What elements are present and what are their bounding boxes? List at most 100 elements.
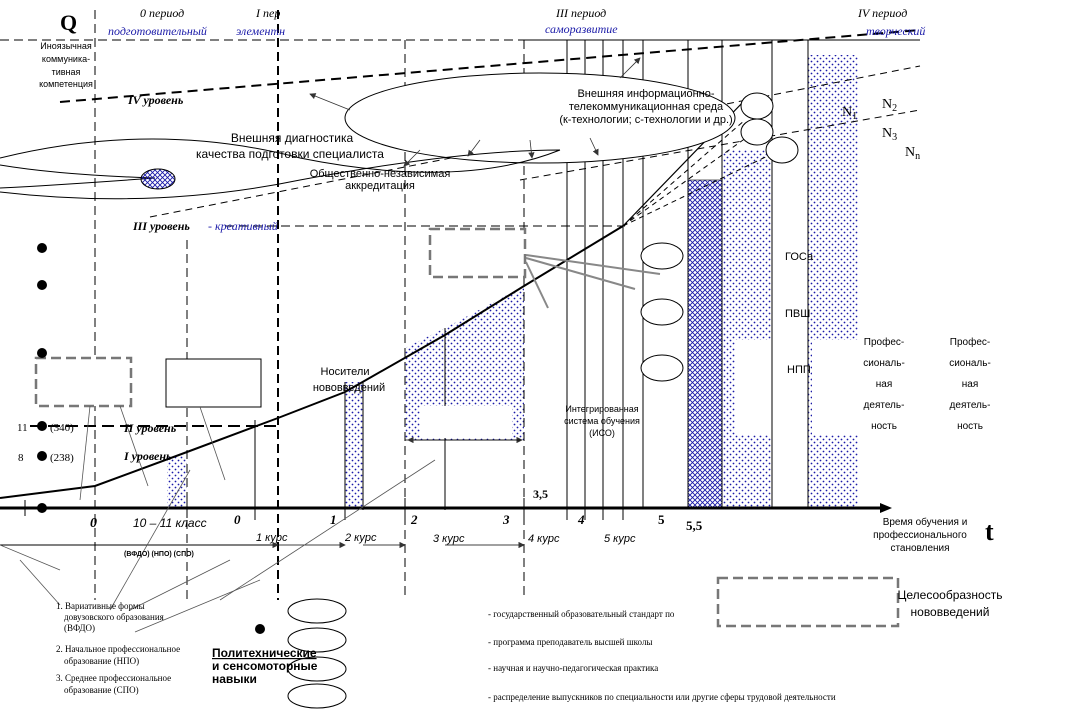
gosa-ellipse: [640, 242, 684, 270]
nn-label: Nn: [905, 145, 920, 162]
expediency-box: [716, 576, 900, 628]
svg-text:система обучения: система обучения: [564, 416, 640, 426]
svg-text:- научная и научно-педагогичес: - научная и научно-педагогическая практи…: [488, 663, 658, 673]
n2-ellipse: [740, 118, 774, 146]
svg-text:деятель-: деятель-: [950, 400, 991, 411]
svg-text:3 курс: 3 курс: [433, 533, 465, 545]
x-tick-0a: 0: [90, 516, 97, 531]
n1-ellipse: [740, 92, 774, 120]
t-caption-3: становления: [890, 543, 949, 554]
svg-text:1 курс: 1 курс: [256, 532, 288, 544]
svg-text:(ВФДО) (НПО) (СПО): (ВФДО) (НПО) (СПО): [124, 551, 194, 558]
npp-ellipse: [640, 354, 684, 382]
connector-lines: [0, 405, 436, 633]
svg-text:телекоммуникационная среда: телекоммуникационная среда: [569, 101, 724, 113]
x-tick-1: 1: [330, 512, 337, 527]
texts: Q t Время обучения и профессионального с…: [17, 6, 1002, 702]
svg-text:коммуника-: коммуника-: [42, 54, 90, 64]
svg-text:8: 8: [18, 452, 24, 464]
svg-text:Профес-: Профес-: [864, 336, 904, 348]
svg-text:сиональ-: сиональ-: [863, 358, 905, 369]
x-tick-3-5: 3,5: [533, 487, 548, 501]
svg-text:(ВФДО): (ВФДО): [64, 623, 95, 633]
npp-label: НПП: [787, 364, 811, 376]
svg-text:(к-технологии; с-технологии и: (к-технологии; с-технологии и др.): [559, 114, 732, 126]
period-0-subtitle: подготовительный: [108, 24, 207, 38]
svg-text:- государственный образователь: - государственный образовательный станда…: [488, 609, 675, 619]
svg-text:деятель-: деятель-: [864, 400, 905, 411]
level-ii: II уровень: [123, 421, 177, 435]
grey-links: [525, 254, 661, 309]
n3-ellipse: [765, 136, 799, 164]
svg-text:5 курс: 5 курс: [604, 533, 636, 545]
svg-text:компетенция: компетенция: [39, 79, 93, 89]
left-bullets: [37, 243, 265, 634]
level-iii-suffix: - креативный: [208, 219, 278, 233]
period-0-title: 0 период: [140, 6, 184, 20]
gosa-label: ГОСа: [785, 251, 814, 263]
n1-label: N1: [842, 105, 857, 122]
period-1-title: I пер: [255, 6, 280, 20]
svg-text:образование (СПО): образование (СПО): [64, 685, 139, 695]
svg-text:Профес-: Профес-: [950, 336, 990, 348]
svg-text:- программа преподаватель высш: - программа преподаватель высшей школы: [488, 637, 652, 647]
svg-text:довузовского образования: довузовского образования: [64, 612, 164, 622]
svg-text:Целесообразность: Целесообразность: [898, 588, 1003, 602]
svg-text:тивная: тивная: [52, 67, 81, 77]
svg-text:качества подготовки специалист: качества подготовки специалиста: [196, 147, 384, 161]
svg-text:4 курс: 4 курс: [528, 533, 560, 545]
x-tick-4: 4: [577, 512, 585, 527]
x-tick-5-5: 5,5: [686, 518, 703, 533]
svg-text:ная: ная: [962, 379, 979, 390]
level-iv: IV уровень: [127, 93, 184, 107]
time-axis: [0, 498, 892, 518]
svg-text:- распределение выпускников по: - распределение выпускников по специальн…: [488, 692, 836, 702]
x-tick-0b: 0: [234, 512, 241, 527]
pvsh-ellipse: [640, 298, 684, 326]
dashed-rects: [34, 227, 900, 628]
svg-text:(238): (238): [50, 452, 74, 464]
svg-text:ность: ность: [871, 421, 897, 432]
svg-text:(ИСО): (ИСО): [589, 428, 615, 438]
info-arrows: [309, 57, 641, 167]
svg-text:аккредитация: аккредитация: [345, 180, 415, 192]
diagnostics-lens-shape: [0, 138, 561, 200]
shaded-regions: [167, 55, 860, 509]
svg-text:Интегрированная: Интегрированная: [565, 404, 638, 414]
center-mesh-ellipse: [140, 168, 176, 190]
svg-text:ная: ная: [876, 379, 893, 390]
svg-text:10 – 11 класс: 10 – 11 класс: [133, 516, 207, 530]
period-4-title: IV период: [857, 6, 907, 20]
svg-text:11: 11: [17, 422, 28, 434]
svg-text:Политехнические: Политехнические: [212, 646, 317, 660]
svg-text:3. Среднее профессиональное: 3. Среднее профессиональное: [56, 673, 171, 683]
x-tick-2: 2: [410, 512, 418, 527]
solid-rects: [165, 358, 512, 438]
x-tick-5: 5: [658, 512, 665, 527]
n3-label: N3: [882, 126, 897, 143]
svg-text:нововведений: нововведений: [911, 605, 990, 619]
svg-text:Иноязычная: Иноязычная: [40, 41, 92, 51]
svg-text:2 курс: 2 курс: [344, 532, 377, 544]
x-tick-3: 3: [502, 512, 510, 527]
svg-text:нововведений: нововведений: [313, 382, 385, 394]
svg-text:Носители: Носители: [321, 366, 370, 378]
svg-text:Общественно-независимая: Общественно-независимая: [310, 168, 451, 180]
n2-label: N2: [882, 97, 897, 114]
pvsh-label: ПВШ: [785, 308, 810, 320]
svg-text:1. Вариативные формы: 1. Вариативные формы: [56, 601, 145, 611]
info-environment-ellipse: [344, 72, 736, 164]
svg-text:сиональ-: сиональ-: [949, 358, 991, 369]
period-3-subtitle: саморазвитие: [545, 22, 618, 36]
period-3-title: III период: [555, 6, 606, 20]
t-axis-symbol: t: [985, 517, 994, 546]
period-1-subtitle: элементн: [236, 24, 285, 38]
svg-text:Внешняя диагностика: Внешняя диагностика: [231, 131, 354, 145]
svg-text:и сенсомоторные: и сенсомоторные: [212, 659, 318, 673]
svg-text:Внешняя информационно-: Внешняя информационно-: [577, 88, 714, 100]
svg-text:2. Начальное профессиональное: 2. Начальное профессиональное: [56, 644, 180, 654]
ellipses: [0, 72, 799, 709]
period-4-subtitle: творческий: [866, 24, 925, 38]
level-i: I уровень: [123, 449, 172, 463]
